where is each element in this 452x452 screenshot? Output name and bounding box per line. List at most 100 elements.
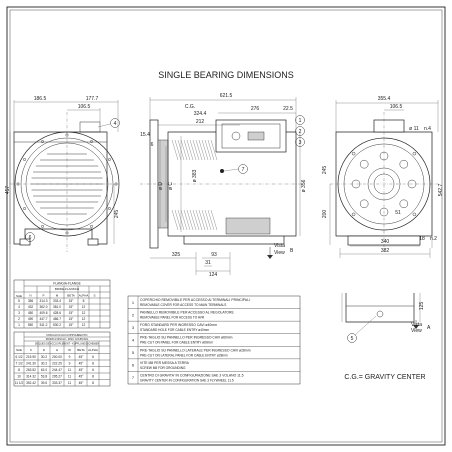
disc-table-cell: 62.0	[41, 368, 47, 372]
callout-7	[220, 164, 248, 174]
dim-dD: ø D	[158, 182, 164, 190]
flange-table-cell: 409.6	[40, 311, 48, 315]
flange-col-header: N	[29, 294, 31, 298]
dim-325: 325	[172, 252, 181, 258]
flange-table-cell: 8	[83, 299, 85, 303]
disc-table-cell: 39.6	[41, 381, 47, 385]
disc-table-cell: 45°	[79, 368, 85, 372]
disc-table-cell: 11	[68, 375, 72, 379]
view-b-letter: B	[290, 248, 294, 254]
disc-table-cell: 45°	[79, 362, 85, 366]
sheet-border	[6, 6, 446, 446]
note-text-en: REMOVABLE COVER FOR ACCESS TO MAIN TERMI…	[140, 303, 226, 307]
note-number: 3	[132, 325, 135, 330]
detail-view-a	[341, 293, 421, 343]
disc-table-cell: 53.8	[41, 375, 47, 379]
flange-table-cell: 12	[82, 305, 86, 309]
dim-245-right: 245	[322, 166, 328, 175]
dim-457: 457	[5, 186, 11, 195]
left-flange-view	[9, 100, 120, 252]
disc-table-cell: 30.2	[41, 362, 47, 366]
disc-table-cell: 8	[92, 381, 94, 385]
cg-value: 324.4	[194, 111, 207, 117]
dim-15-4: 15.4	[140, 132, 150, 138]
flange-table-cell: 530.2	[53, 323, 61, 327]
flange-table-cell: 3	[18, 311, 20, 315]
dim-d383: ø 383	[192, 169, 198, 182]
disc-table-cell: 352.42	[26, 381, 36, 385]
dim-124: 124	[209, 272, 218, 278]
note-text-it: PRE-TAGLIO SU PANNELLO PER INGRESSO CAVI…	[140, 336, 233, 340]
dim-276: 276	[251, 106, 260, 112]
callout-1	[295, 115, 305, 125]
callout-5-label: 5	[351, 336, 354, 342]
disc-table-cell: 10	[17, 375, 21, 379]
disc-table-cell: 45°	[79, 381, 85, 385]
flange-col-header: BETA	[67, 294, 75, 298]
flange-table-cell: 12	[82, 323, 86, 327]
vista-a-label: Vista	[411, 322, 422, 328]
vista-b-label: Vista	[274, 243, 285, 249]
flange-table-cell: 550	[28, 323, 34, 327]
note-text-en: STANDARD HOLE FOR CABLE ENTRY ø40mm	[140, 328, 209, 332]
disc-table-cell: 241.30	[26, 362, 36, 366]
disc-table-cell: 45°	[79, 375, 85, 379]
notes-table	[127, 295, 301, 385]
dim-dC: ø C	[168, 182, 174, 190]
flange-table-cell: 362.0	[40, 305, 48, 309]
side-view	[140, 97, 305, 275]
disc-table-cell: 7 1/2	[15, 362, 22, 366]
callout-4-label: 4	[114, 121, 117, 127]
dim-355-4: 355.4	[378, 96, 391, 102]
dim-6: 6	[151, 142, 154, 148]
flange-table-cell: 511.2	[40, 323, 48, 327]
drawing-title: SINGLE BEARING DIMENSIONS	[158, 70, 294, 80]
callout-7-label: 7	[242, 167, 245, 173]
note-text-en: PRE-CUT ON PANEL FOR CABLE ENTRY ø60mm	[140, 341, 213, 345]
note-text-en: REMOVABLE PANEL FOR ACCESS TO AVR	[140, 316, 205, 320]
dim-n4: n.4	[424, 126, 431, 132]
dim-18: 18	[419, 236, 425, 242]
dim-93: 93	[211, 252, 217, 258]
note-number: 5	[132, 350, 135, 355]
flange-table-cell: 2	[18, 317, 20, 321]
callout-3-label: 3	[299, 140, 302, 146]
disc-col-header: D	[43, 348, 46, 352]
flange-table-cell: 4	[18, 305, 20, 309]
note-text-it: VITE M8 PER MESSA A TERRA	[140, 361, 190, 365]
disc-col-header: C	[30, 348, 33, 352]
disc-table-cell: 30.2	[41, 355, 47, 359]
disc-table-cell: 200.00	[52, 355, 62, 359]
flange-table-cell: 356	[28, 299, 34, 303]
disc-table	[13, 331, 111, 387]
dim-200: 200	[322, 210, 328, 219]
flange-col-header: S	[93, 294, 95, 298]
note-text-it: PANNELLO REMOVIBILE PER ACCESSO AL REGOL…	[140, 311, 234, 315]
flange-table-cell: 12	[82, 311, 86, 315]
dim-186-5: 186.5	[34, 96, 47, 102]
flange-col-header: P	[42, 294, 44, 298]
flange-table-cell: 466.7	[53, 317, 61, 321]
disc-table-cell: 6	[92, 355, 94, 359]
disc-table-cell: 263.52	[26, 368, 36, 372]
note-number: 2	[132, 312, 135, 317]
disc-table-subheader-2: DISQUES DE ACCOUPLEMENT - KUPPLUNGSSCHEI…	[35, 343, 100, 346]
callout-6-label: 6	[29, 235, 32, 241]
disc-table-cell: 6	[92, 368, 94, 372]
note-number: 7	[132, 375, 135, 380]
flange-table-cell: 490	[28, 317, 34, 321]
disc-col-header: SAE	[16, 348, 22, 352]
disc-table-cell: 295.27	[52, 375, 62, 379]
disc-col-header: BETA	[77, 348, 85, 352]
flange-table-cell: 15°	[69, 323, 75, 327]
note-text-en: GRAVITY CENTER IN CONFIGURATION SAE 3 FL…	[140, 378, 234, 382]
flange-table-cell: 5	[18, 299, 20, 303]
disc-table-cell: 11	[68, 381, 72, 385]
dim-n2: n.2	[430, 236, 437, 242]
callout-1-label: 1	[299, 118, 302, 124]
cg-label: C.G.	[185, 104, 195, 110]
disc-table-cell: 222.25	[52, 362, 62, 366]
flange-table-cell: 15°	[69, 317, 75, 321]
disc-table-cell: 11	[68, 368, 72, 372]
